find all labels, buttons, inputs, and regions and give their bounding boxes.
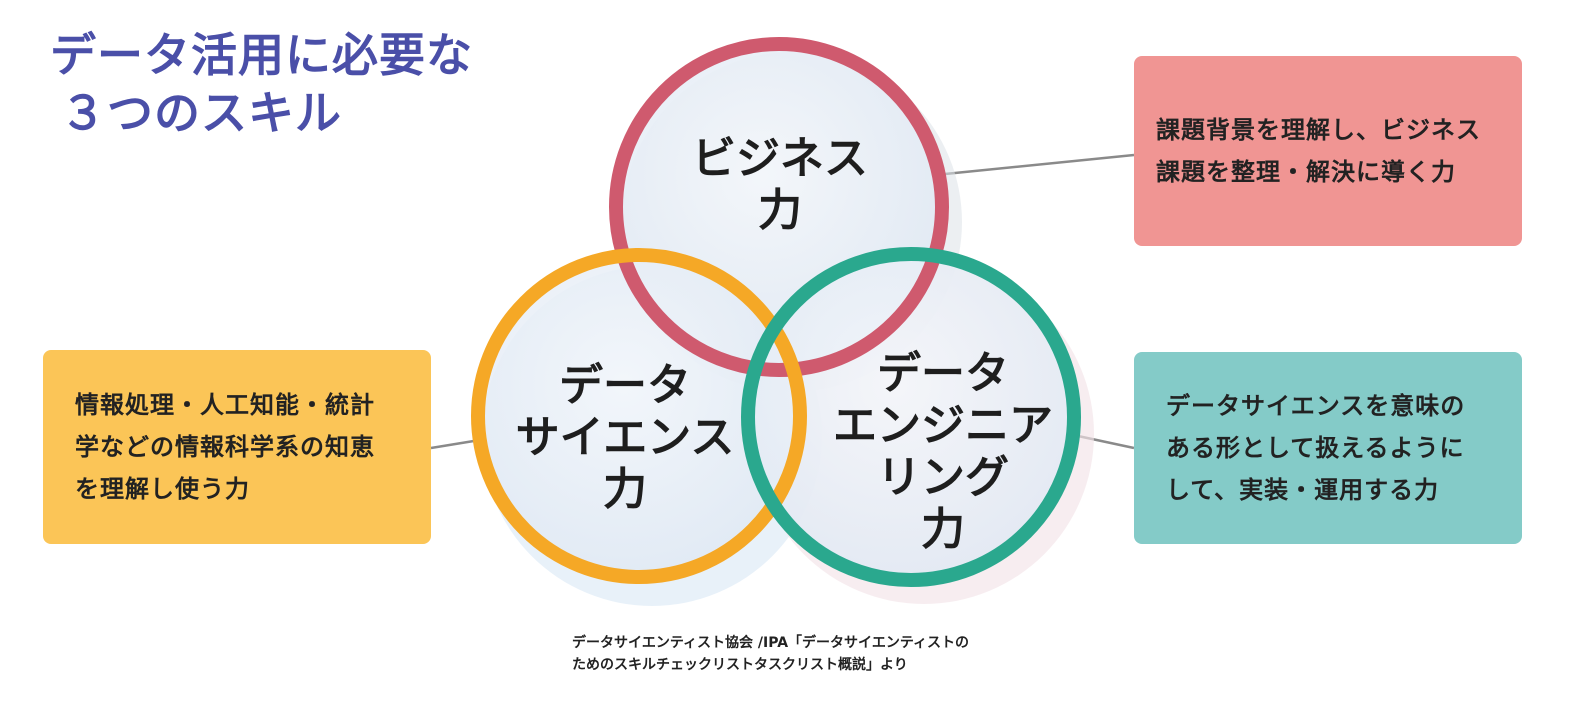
page-title: データ活用に必要な ３つのスキル (50, 26, 473, 142)
box-line: 課題背景を理解し、ビジネス (1156, 116, 1481, 144)
box-line: 学などの情報科学系の知恵 (75, 433, 375, 461)
label-line: 力 (603, 464, 647, 515)
box-line: データサイエンスを意味の (1166, 392, 1466, 420)
box-line: 課題を整理・解決に導く力 (1156, 158, 1456, 186)
data-science-description-box: 情報処理・人工知能・統計 学などの情報科学系の知恵 を理解し使う力 (43, 350, 431, 544)
box-line: ある形として扱えるように (1166, 434, 1465, 462)
label-line: エンジニア (833, 400, 1053, 451)
data-engineering-circle-ring (741, 247, 1081, 587)
label-line: ビジネス (692, 133, 868, 184)
connector-business (944, 153, 1135, 176)
data-science-circle-ring (471, 248, 807, 584)
source-line-2: ためのスキルチェックリストタスクリスト概説」より (572, 657, 908, 673)
label-line: データ (559, 360, 691, 411)
data-science-circle-label: データ サイエンス 力 (500, 360, 750, 516)
business-circle-ring (609, 37, 949, 377)
data-science-circle-fill (479, 256, 799, 576)
label-line: 力 (758, 185, 802, 236)
title-line-1: データ活用に必要な (50, 28, 473, 82)
label-line: データ (877, 348, 1009, 399)
source-credit: データサイエンティスト協会 /IPA「データサイエンティストの ためのスキルチェ… (572, 632, 969, 676)
data-engineering-circle-label: データ エンジニア リング 力 (818, 348, 1068, 556)
box-line: を理解し使う力 (75, 475, 250, 503)
data-engineering-description-box: データサイエンスを意味の ある形として扱えるように して、実装・運用する力 (1134, 352, 1522, 544)
data-engineering-circle-fill (749, 255, 1073, 579)
box-line: 情報処理・人工知能・統計 (75, 391, 375, 419)
business-circle-label: ビジネス 力 (660, 133, 900, 237)
source-line-1: データサイエンティスト協会 /IPA「データサイエンティストの (572, 635, 970, 651)
label-line: 力 (921, 504, 965, 555)
label-line: サイエンス (515, 412, 735, 463)
business-description-box: 課題背景を理解し、ビジネス 課題を整理・解決に導く力 (1134, 56, 1522, 246)
label-line: リング (877, 452, 1009, 503)
title-line-2: ３つのスキル (60, 86, 342, 140)
box-line: して、実装・運用する力 (1166, 476, 1440, 504)
